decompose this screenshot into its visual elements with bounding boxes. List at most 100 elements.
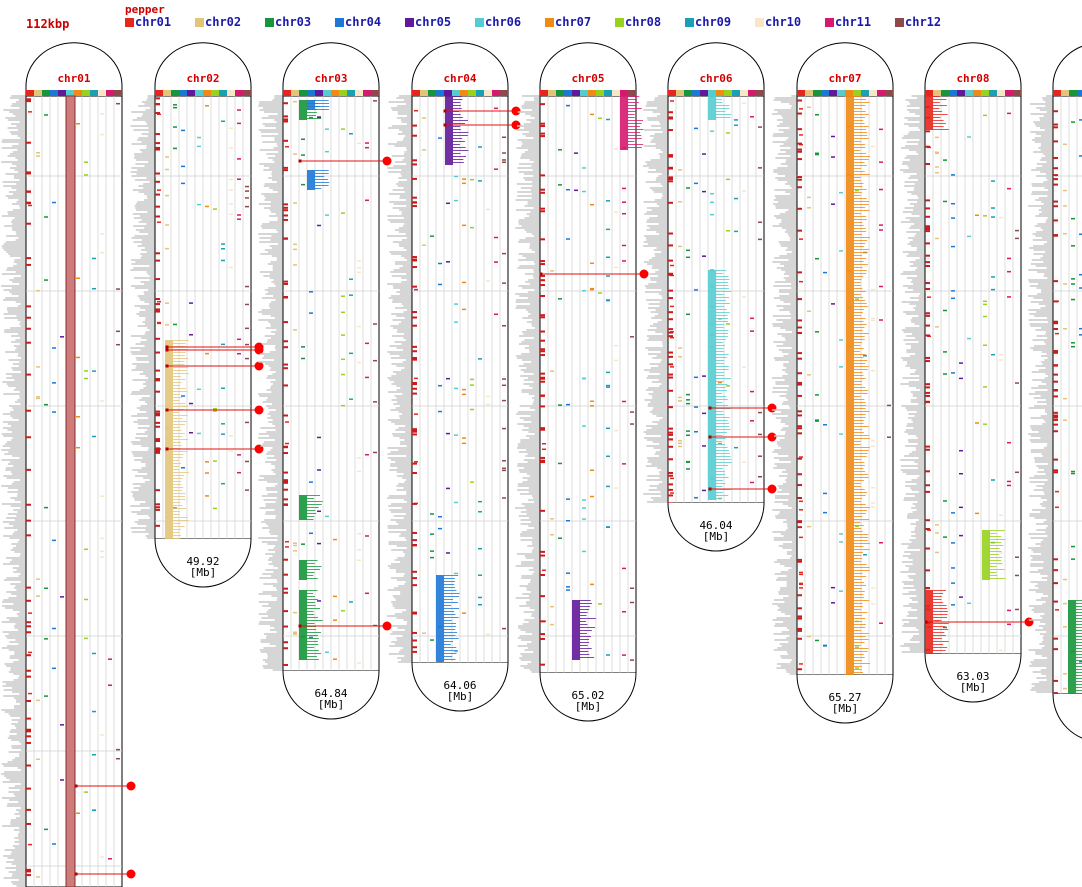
synteny-mark — [678, 445, 682, 448]
collinear-tick — [933, 102, 940, 103]
synteny-mark — [734, 124, 738, 127]
self-mark — [26, 436, 31, 439]
collinear-tick — [854, 393, 868, 394]
synteny-mark — [1063, 673, 1067, 675]
color-strip-cell — [347, 90, 355, 96]
self-mark — [155, 414, 160, 417]
self-mark — [925, 528, 930, 531]
self-mark — [283, 218, 288, 221]
synteny-mark — [92, 257, 96, 260]
collinear-tick — [854, 456, 867, 457]
synteny-mark — [951, 174, 955, 176]
color-strip-cell — [997, 90, 1005, 96]
self-mark — [26, 728, 31, 731]
collinear-tick — [173, 514, 180, 515]
collinear-tick — [580, 642, 590, 643]
synteny-mark — [694, 431, 698, 433]
synteny-mark — [951, 290, 955, 292]
collinear-tick — [580, 651, 589, 652]
collinear-tick — [854, 369, 868, 370]
collinear-tick — [1076, 648, 1082, 649]
self-mark — [925, 324, 930, 327]
synteny-mark — [935, 237, 939, 240]
synteny-mark — [686, 313, 690, 316]
collinear-tick — [716, 396, 727, 397]
color-strip-cell — [42, 90, 50, 96]
self-mark — [155, 133, 160, 136]
color-strip-cell — [837, 90, 845, 96]
synteny-mark — [991, 207, 995, 209]
self-mark — [540, 554, 545, 557]
self-mark — [155, 390, 160, 393]
synteny-mark — [430, 513, 434, 515]
synteny-mark — [28, 204, 32, 207]
synteny-mark — [622, 212, 626, 215]
synteny-mark — [606, 256, 610, 259]
collinear-tick — [716, 330, 729, 331]
synteny-mark — [173, 104, 177, 106]
legend-item: chr05 — [405, 15, 451, 29]
color-strip-cell — [580, 90, 588, 96]
synteny-mark — [815, 331, 819, 333]
color-strip-cell — [355, 90, 363, 96]
collinear-tick — [933, 647, 948, 648]
self-mark — [668, 177, 673, 180]
self-mark — [155, 438, 160, 441]
synteny-mark — [293, 544, 297, 547]
collinear-tick — [854, 639, 869, 640]
color-strip-cell — [66, 90, 74, 96]
collinear-tick — [1076, 684, 1082, 685]
synteny-mark — [807, 310, 811, 313]
legend-label: chr11 — [835, 15, 872, 29]
collinear-tick — [854, 429, 863, 430]
synteny-mark — [365, 592, 369, 595]
synteny-mark — [598, 117, 602, 120]
collinear-tick — [1076, 615, 1082, 616]
synteny-mark — [414, 288, 418, 291]
legend-item: chr02 — [195, 15, 241, 29]
legend-label: chr04 — [345, 15, 382, 29]
collinear-tick — [173, 475, 185, 476]
collinear-tick — [716, 417, 730, 418]
collinear-tick — [716, 108, 730, 109]
self-mark — [412, 531, 417, 534]
collinear-tick — [933, 605, 947, 606]
chromosome-name: chr07 — [828, 72, 861, 85]
collinear-tick — [307, 647, 315, 648]
self-mark — [283, 641, 288, 644]
self-mark — [283, 169, 288, 172]
synteny-mark — [446, 487, 450, 490]
self-mark — [1053, 300, 1058, 303]
self-mark — [1053, 458, 1058, 461]
collinear-tick — [854, 342, 862, 343]
self-mark — [797, 484, 802, 487]
length-unit: [Mb] — [447, 690, 474, 703]
synteny-mark — [36, 155, 40, 157]
self-mark — [26, 305, 31, 308]
synteny-mark — [438, 384, 442, 387]
collinear-tick — [854, 192, 862, 193]
synteny-mark — [542, 448, 546, 451]
collinear-tick — [307, 563, 315, 564]
synteny-mark — [622, 567, 626, 570]
legend-item: chr07 — [545, 15, 591, 29]
collinear-tick — [854, 309, 864, 310]
collinear-tick — [444, 626, 457, 627]
synteny-mark — [582, 167, 586, 169]
self-mark — [155, 193, 160, 196]
synteny-mark — [702, 190, 706, 193]
collinear-tick — [716, 318, 729, 319]
self-mark — [155, 448, 160, 451]
collinear-tick — [854, 480, 864, 481]
color-strip-cell — [436, 90, 444, 96]
synteny-mark — [28, 843, 32, 846]
collinear-tick — [854, 582, 864, 583]
synteny-mark — [670, 305, 674, 308]
color-strip-cell — [813, 90, 821, 96]
color-strip-cell — [323, 90, 331, 96]
self-mark — [668, 154, 673, 157]
self-mark — [412, 134, 417, 137]
self-mark — [283, 206, 288, 209]
collinear-tick — [990, 542, 1002, 543]
synteny-mark — [678, 201, 682, 203]
